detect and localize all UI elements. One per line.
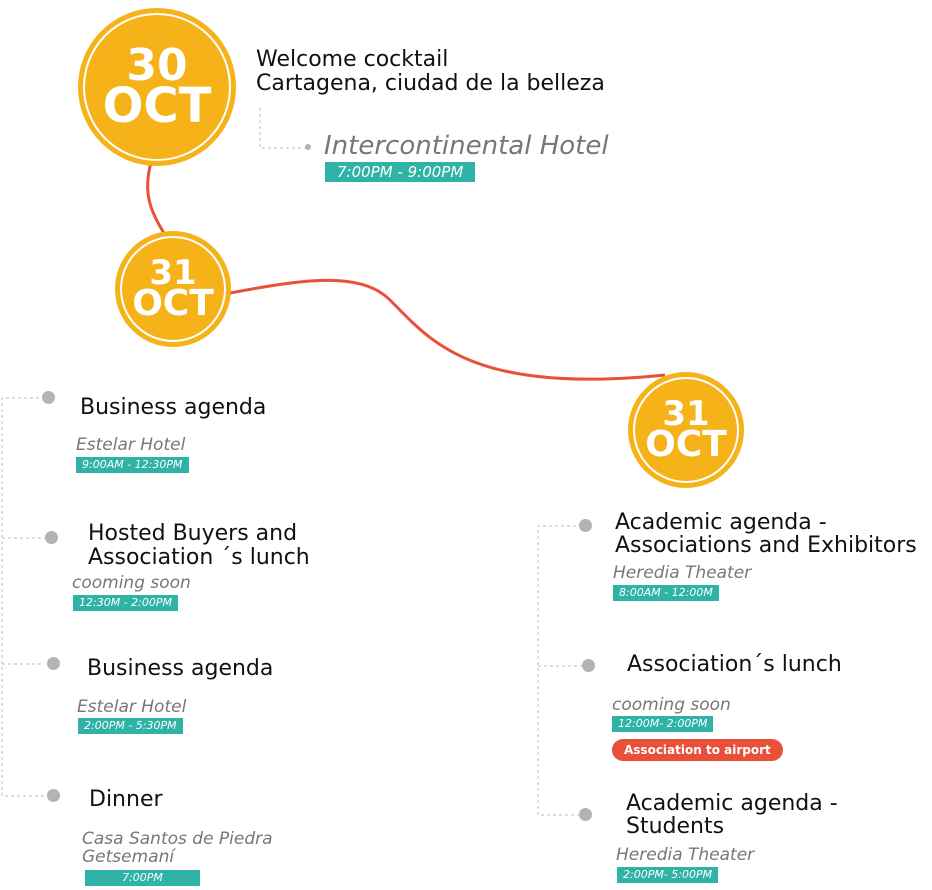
event-title: Academic agenda - (615, 510, 827, 535)
event-title: Association´s lunch (627, 652, 842, 677)
event-time: 7:00PM - 9:00PM (325, 162, 476, 182)
event-title: Welcome cocktail (256, 47, 449, 72)
event-subtitle: Cartagena, ciudad de la belleza (256, 71, 605, 96)
bullet-icon (45, 531, 58, 544)
event-time: 12:30M - 2:00PM (73, 595, 178, 611)
bullet-icon (579, 808, 592, 821)
bullet-icon (47, 789, 60, 802)
event-time: 8:00AM - 12:00M (613, 585, 719, 601)
event-time: 9:00AM - 12:30PM (76, 457, 189, 473)
date-month: OCT (102, 78, 212, 135)
event-venue: Estelar Hotel (76, 435, 186, 455)
event-venue: cooming soon (612, 695, 731, 715)
date-day: 31 (662, 393, 710, 434)
event-title: Association ´s lunch (88, 545, 310, 570)
date-month: OCT (132, 283, 214, 325)
dot-icon (305, 144, 311, 150)
event-venue: Estelar Hotel (77, 697, 187, 717)
event-time: 12:00M- 2:00PM (612, 716, 714, 732)
event-title: Students (626, 814, 725, 839)
bullet-icon (579, 519, 592, 532)
date-month: OCT (645, 424, 727, 466)
event-time: 2:00PM - 5:30PM (78, 718, 183, 734)
event-title: Dinner (89, 787, 163, 812)
event-time: 7:00PM (85, 870, 200, 886)
event-title: Associations and Exhibitors (615, 533, 917, 558)
event-title: Business agenda (80, 395, 267, 420)
event-venue: Heredia Theater (616, 845, 755, 865)
event-venue: cooming soon (72, 573, 191, 593)
event-venue: Casa Santos de Piedra (82, 829, 273, 849)
date-circle-30-oct: 30 OCT (78, 8, 236, 166)
date-circle-31-oct: 31 OCT (115, 231, 231, 347)
event-time: 2:00PM- 5:00PM (617, 867, 719, 883)
event-venue: Heredia Theater (613, 563, 752, 583)
event-title: Hosted Buyers and (88, 521, 298, 546)
event-venue: Getsemaní (82, 847, 175, 867)
bullet-icon (42, 391, 55, 404)
event-title: Academic agenda - (626, 791, 838, 816)
event-title: Business agenda (87, 656, 274, 681)
event-venue: Intercontinental Hotel (324, 131, 609, 161)
date-day: 30 (126, 39, 188, 91)
bullet-icon (582, 659, 595, 672)
bullet-icon (47, 657, 60, 670)
date-day: 31 (149, 252, 197, 293)
association-to-airport-badge[interactable]: Association to airport (612, 739, 783, 761)
date-circle-31-oct-b: 31 OCT (628, 372, 744, 488)
